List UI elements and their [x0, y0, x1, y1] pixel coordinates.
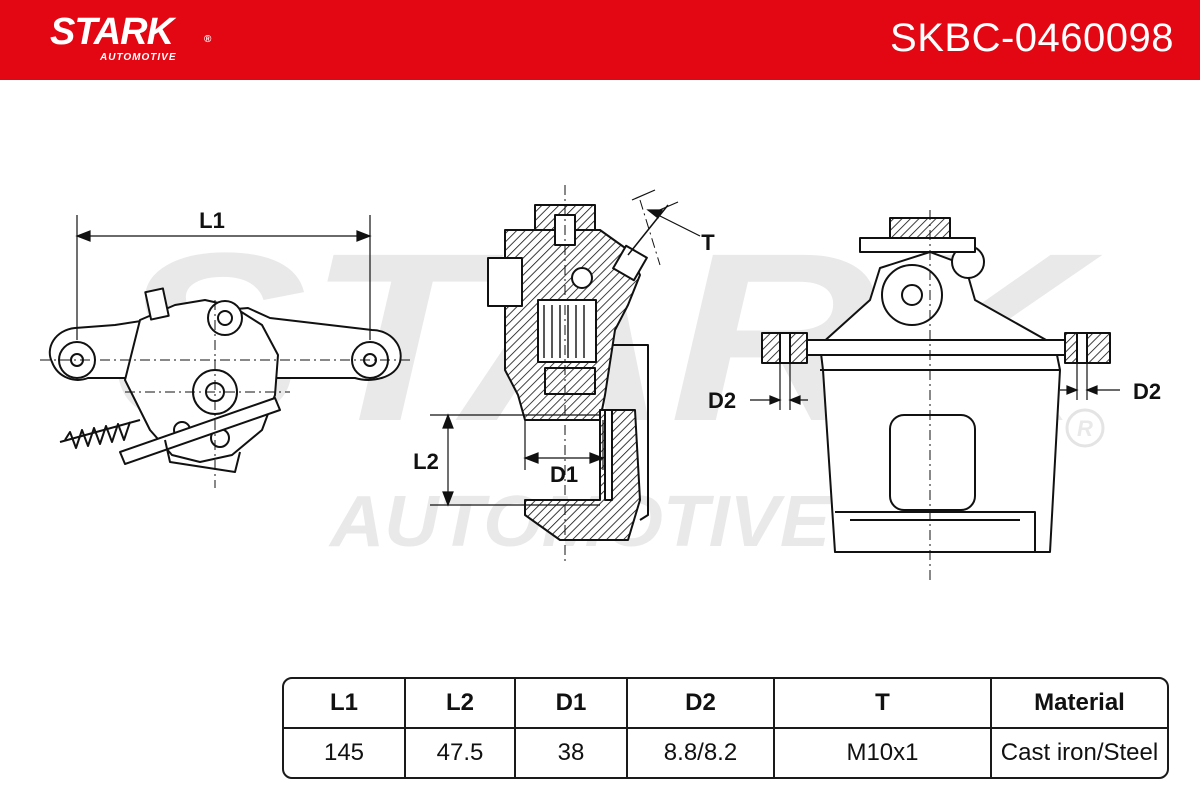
- l1-label: L1: [199, 208, 225, 233]
- d2-right-dimension: [1060, 360, 1120, 400]
- logo-brand: STARK: [50, 11, 174, 53]
- value-material: Cast iron/Steel: [1000, 739, 1159, 766]
- value-l2: 47.5: [406, 729, 516, 777]
- spec-table: L1 L2 D1 D2 T Material 145 47.5 38 8.8/8…: [282, 677, 1169, 779]
- caliper-front-view: [761, 210, 1111, 580]
- header-d2: D2: [628, 679, 775, 729]
- stark-logo: STARK ® AUTOMOTIVE: [50, 10, 212, 66]
- watermark-registered-letter: R: [1077, 416, 1093, 441]
- technical-drawing: STARK AUTOMOTIVE R: [40, 185, 1161, 580]
- d2-left-label: D2: [708, 388, 736, 413]
- logo-sub: AUTOMOTIVE: [100, 52, 177, 63]
- t-label: T: [701, 230, 715, 255]
- value-d2: 8.8/8.2: [628, 729, 775, 777]
- watermark-registered-circle: [1065, 408, 1105, 448]
- header-t: T: [775, 679, 992, 729]
- spec-table-value-row: 145 47.5 38 8.8/8.2 M10x1 Cast iron/Stee…: [284, 729, 1167, 777]
- l2-label: L2: [413, 449, 439, 474]
- header-bar: STARK ® AUTOMOTIVE SKBC-0460098: [0, 0, 1200, 80]
- spec-table-header-row: L1 L2 D1 D2 T Material: [284, 679, 1167, 729]
- value-l1: 145: [284, 729, 406, 777]
- logo-registered-mark: ®: [204, 34, 212, 45]
- part-number: SKBC-0460098: [890, 16, 1174, 60]
- d1-dimension: [523, 420, 605, 470]
- d1-label: D1: [550, 462, 578, 487]
- caliper-side-view: [40, 287, 410, 488]
- header-material: Material: [992, 679, 1167, 729]
- header-d1: D1: [516, 679, 628, 729]
- value-d1: 38: [516, 729, 628, 777]
- d2-right-label: D2: [1133, 379, 1161, 404]
- value-t: M10x1: [775, 729, 992, 777]
- l1-dimension: [75, 215, 372, 340]
- header-l1: L1: [284, 679, 406, 729]
- t-dimension: [631, 189, 701, 237]
- l2-dimension: [430, 413, 600, 507]
- caliper-section-view: [487, 185, 669, 565]
- d2-left-dimension: [750, 360, 808, 410]
- header-l2: L2: [406, 679, 516, 729]
